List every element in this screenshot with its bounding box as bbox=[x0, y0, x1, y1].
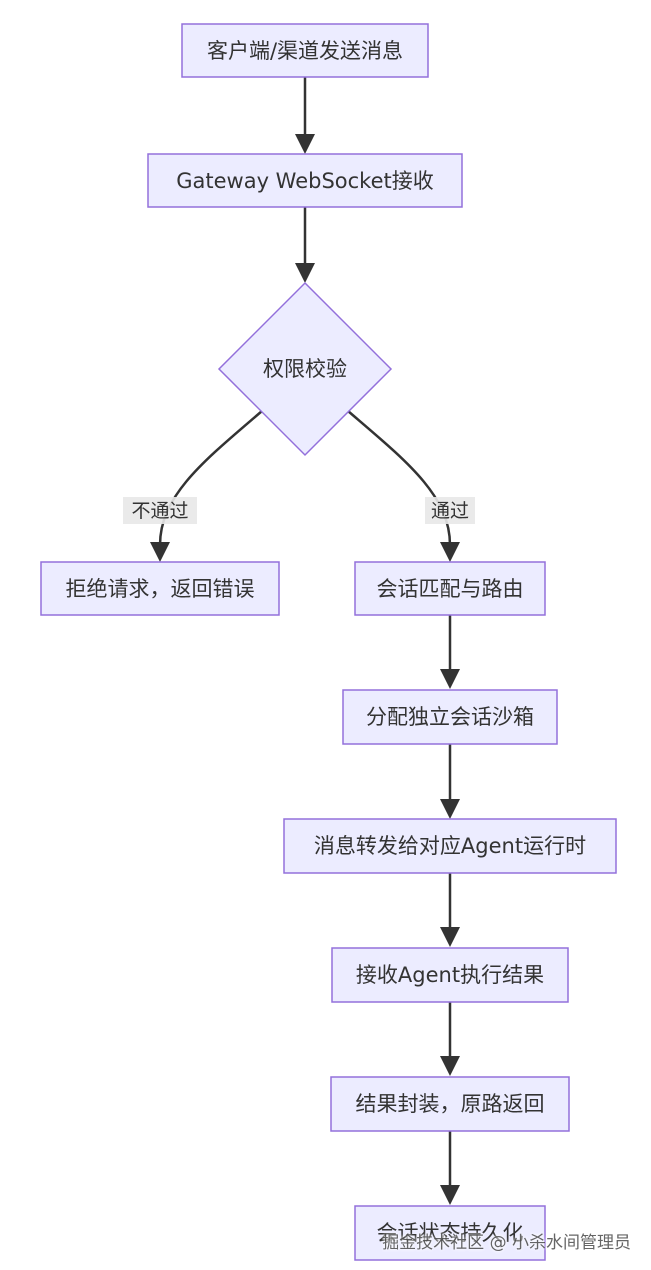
arrowhead-package-to-persist bbox=[440, 1185, 460, 1205]
node-receive-result: 接收Agent执行结果 bbox=[331, 947, 569, 1003]
node-allocate-sandbox-label: 分配独立会话沙箱 bbox=[366, 705, 534, 729]
node-permission-check: 权限校验 bbox=[217, 281, 393, 457]
node-allocate-sandbox-box bbox=[342, 689, 558, 745]
edge-check-to-reject bbox=[158, 410, 263, 546]
node-persist-state-label: 会话状态持久化 bbox=[377, 1221, 524, 1245]
node-session-match-label: 会话匹配与路由 bbox=[377, 577, 524, 601]
arrowhead-result-to-package bbox=[440, 1056, 460, 1076]
node-reject-box bbox=[40, 561, 280, 616]
node-forward-message-box bbox=[283, 818, 617, 874]
node-forward-message-label: 消息转发给对应Agent运行时 bbox=[314, 834, 586, 858]
arrowhead-session-to-sandbox bbox=[440, 669, 460, 689]
node-package-result-label: 结果封装，原路返回 bbox=[356, 1092, 545, 1116]
node-reject-label: 拒绝请求，返回错误 bbox=[66, 577, 255, 601]
arrowhead-check-to-session bbox=[440, 542, 460, 562]
edge-label-pass-bg bbox=[425, 497, 475, 524]
edge-check-to-session bbox=[347, 410, 452, 546]
edge-label-fail: 不通过 bbox=[131, 500, 188, 522]
arrowhead-check-to-reject bbox=[150, 542, 170, 562]
node-gateway-receive-box bbox=[147, 153, 463, 208]
node-reject: 拒绝请求，返回错误 bbox=[40, 561, 280, 616]
node-package-result-box bbox=[330, 1076, 570, 1132]
node-allocate-sandbox: 分配独立会话沙箱 bbox=[342, 689, 558, 745]
node-receive-result-label: 接收Agent执行结果 bbox=[356, 963, 544, 987]
node-receive-result-box bbox=[331, 947, 569, 1003]
arrowhead-client-to-gateway bbox=[295, 134, 315, 154]
node-package-result: 结果封装，原路返回 bbox=[330, 1076, 570, 1132]
node-gateway-receive-label: Gateway WebSocket接收 bbox=[176, 169, 434, 193]
node-client-send-label: 客户端/渠道发送消息 bbox=[207, 39, 403, 63]
watermark-text: 掘金技术社区 @ 小杀水间管理员 bbox=[382, 1233, 631, 1253]
node-session-match: 会话匹配与路由 bbox=[354, 561, 546, 616]
node-persist-state-box bbox=[354, 1205, 546, 1261]
node-client-send: 客户端/渠道发送消息 bbox=[181, 23, 429, 78]
arrowhead-forward-to-result bbox=[440, 927, 460, 947]
edge-label-pass: 通过 bbox=[431, 500, 469, 522]
node-session-match-box bbox=[354, 561, 546, 616]
node-persist-state: 会话状态持久化 bbox=[354, 1205, 546, 1261]
node-permission-check-diamond bbox=[217, 281, 393, 457]
edge-label-fail-bg bbox=[123, 497, 197, 524]
node-forward-message: 消息转发给对应Agent运行时 bbox=[283, 818, 617, 874]
node-gateway-receive: Gateway WebSocket接收 bbox=[147, 153, 463, 208]
node-client-send-box bbox=[181, 23, 429, 78]
edge-label-fail-group: 不通过 bbox=[123, 497, 197, 524]
node-permission-check-label: 权限校验 bbox=[263, 357, 347, 381]
edges bbox=[150, 77, 460, 1205]
arrowhead-sandbox-to-forward bbox=[440, 799, 460, 819]
arrowhead-gateway-to-check bbox=[295, 263, 315, 283]
edge-label-pass-group: 通过 bbox=[425, 497, 475, 524]
